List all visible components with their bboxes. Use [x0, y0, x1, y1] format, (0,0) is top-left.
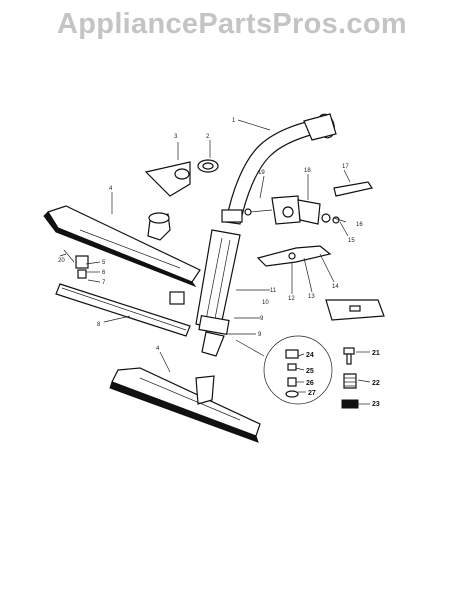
floor-tool-lower-part[interactable]	[109, 367, 261, 443]
tool-clip-parts[interactable]	[63, 249, 185, 305]
label-12: 12	[288, 296, 295, 302]
label-2: 2	[206, 134, 210, 140]
label-3: 3	[174, 134, 178, 140]
brush-strip-part[interactable]	[333, 181, 373, 197]
label-14: 14	[332, 284, 339, 290]
straight-wand-part[interactable]	[195, 229, 241, 357]
label-4-lower: 4	[156, 346, 160, 352]
label-4-upper: 4	[109, 186, 113, 192]
label-23: 23	[372, 401, 380, 408]
label-5: 5	[102, 260, 106, 266]
detail-circle	[235, 335, 333, 405]
label-27: 27	[308, 390, 316, 397]
label-22: 22	[372, 380, 380, 387]
label-21: 21	[372, 350, 380, 357]
label-24: 24	[306, 352, 314, 359]
label-8: 8	[97, 322, 101, 328]
label-9-lower: 9	[258, 332, 262, 338]
curved-wand-part[interactable]	[221, 112, 337, 225]
label-26: 26	[306, 380, 314, 387]
clamp-ring-part[interactable]	[197, 159, 219, 173]
label-15: 15	[348, 238, 355, 244]
label-25: 25	[306, 368, 314, 375]
leader-lines	[59, 119, 371, 405]
label-18: 18	[304, 168, 311, 174]
fastener-parts[interactable]	[341, 347, 359, 409]
label-1: 1	[232, 118, 236, 124]
label-11: 11	[270, 288, 277, 294]
label-20: 20	[58, 258, 65, 264]
watermark-logo: AppliancePartsPros.com	[57, 8, 407, 40]
part-labels: 1 2 3 4 5 6 7 8 9 10 11 12 13 14 15 16 1…	[58, 118, 380, 408]
crevice-tool-part[interactable]	[144, 161, 191, 197]
mount-plate-part[interactable]	[325, 299, 385, 321]
floor-tool-upper-part[interactable]	[43, 205, 201, 288]
label-16: 16	[356, 222, 363, 228]
label-7: 7	[102, 280, 106, 286]
label-9: 9	[260, 316, 264, 322]
bracket-part[interactable]	[256, 245, 332, 267]
label-10: 10	[262, 300, 269, 306]
label-19: 19	[258, 170, 265, 176]
label-6: 6	[102, 270, 106, 276]
coupling-assembly-part[interactable]	[244, 195, 321, 225]
label-13: 13	[308, 294, 315, 300]
label-17: 17	[342, 164, 349, 170]
squeegee-strip-part[interactable]	[55, 283, 191, 337]
